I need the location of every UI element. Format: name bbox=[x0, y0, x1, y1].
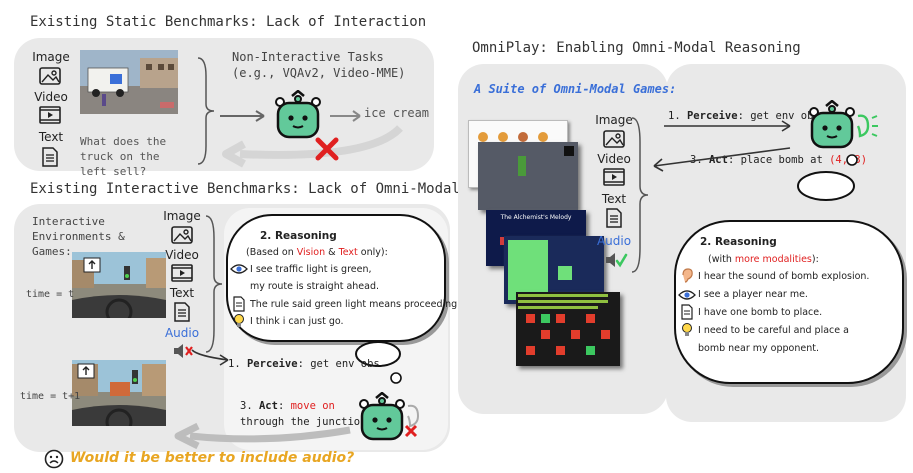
video-icon-2 bbox=[171, 264, 193, 282]
question-text: What does the truck on the left sell? bbox=[80, 135, 167, 178]
time-label-t1: time = t+1 bbox=[20, 391, 81, 402]
reasoning-subtitle-1: (Based on Vision & Text only): bbox=[246, 244, 388, 261]
game-screens: The Alchemist's Melody bbox=[466, 116, 626, 366]
game-title-1: The Alchemist's Melody bbox=[500, 214, 572, 221]
perceive-rest-1: : get env obs bbox=[297, 358, 380, 370]
modality-audio-label: Audio bbox=[164, 326, 200, 340]
driving-frame-t1 bbox=[72, 360, 166, 426]
more-modalities-word: more modalities bbox=[734, 254, 812, 265]
act-rest-1: through the junction bbox=[240, 416, 367, 428]
omni-bracket bbox=[631, 117, 649, 273]
reasoning-line-2b: I see a player near me. bbox=[698, 289, 808, 300]
reasoning-line-2e: bomb near my opponent. bbox=[698, 343, 819, 354]
perceive-step-2: 1. Perceive: get env obs bbox=[668, 110, 820, 122]
muted-speaker-icon bbox=[174, 344, 193, 358]
perceive-bold-1: Perceive bbox=[246, 358, 298, 370]
perceive-step-1: 1. Perceive: get env obs bbox=[228, 358, 380, 370]
modality-image-label: Image bbox=[32, 50, 70, 64]
interactive-arrows bbox=[174, 349, 351, 450]
static-bracket bbox=[197, 57, 215, 165]
reasoning-line-1b: my route is straight ahead. bbox=[250, 281, 380, 292]
task-examples: (e.g., VQAv2, Video-MME) bbox=[232, 66, 406, 80]
ear-icon bbox=[682, 268, 693, 283]
reasoning-sub-pre-2: (with bbox=[708, 254, 735, 265]
lightbulb-icon bbox=[234, 314, 244, 327]
omni-arrows bbox=[653, 120, 791, 172]
static-section-title: Existing Static Benchmarks: Lack of Inte… bbox=[30, 14, 427, 30]
sad-face-icon bbox=[44, 449, 64, 469]
reasoning-line-1c: The rule said green light means proceedi… bbox=[250, 299, 461, 310]
interactive-section-title: Existing Interactive Benchmarks: Lack of… bbox=[30, 181, 486, 197]
modality-text-label-3: Text bbox=[601, 192, 627, 206]
act-bold-1: Act bbox=[258, 400, 278, 412]
suite-label: A Suite of Omni-Modal Games: bbox=[474, 82, 677, 96]
omniplay-section-title: OmniPlay: Enabling Omni-Modal Reasoning bbox=[472, 40, 801, 56]
perceive-rest-2: : get env obs bbox=[737, 110, 820, 122]
answer-text: ice cream bbox=[364, 106, 430, 120]
footer-question: Would it be better to include audio? bbox=[70, 450, 355, 466]
reasoning-line-2c: I have one bomb to place. bbox=[698, 307, 823, 318]
video-icon-3 bbox=[603, 168, 625, 186]
eye-icon bbox=[230, 264, 248, 274]
robot-icon-3 bbox=[809, 100, 878, 149]
reasoning-sub-post-2: ): bbox=[811, 254, 819, 265]
reasoning-line-2d: I need to be careful and place a bbox=[698, 325, 849, 336]
act-colon-1: : bbox=[277, 400, 291, 412]
driving-frame-t bbox=[72, 252, 166, 318]
modality-text-label-2: Text bbox=[169, 286, 195, 300]
thought-bubbles-1 bbox=[355, 341, 402, 384]
speaker-check-icon bbox=[606, 253, 628, 268]
act-step-1: 3. Act: move on through the junction bbox=[240, 398, 366, 430]
amp-word: & bbox=[325, 247, 339, 258]
game-dark-scene bbox=[478, 142, 578, 210]
modality-video-label-2: Video bbox=[165, 248, 199, 262]
modality-video-label: Video bbox=[34, 90, 68, 104]
perceive-num-1: 1. bbox=[228, 358, 241, 370]
reasoning-bubble-2 bbox=[674, 220, 904, 384]
robot-icon bbox=[275, 90, 321, 139]
reasoning-line-1d: I think i can just go. bbox=[250, 316, 344, 327]
reasoning-sub-post: only): bbox=[357, 247, 388, 258]
document-icon-2 bbox=[174, 302, 190, 322]
reasoning-line-2a: I hear the sound of bomb explosion. bbox=[698, 271, 870, 282]
image-icon-3 bbox=[603, 130, 625, 148]
document-small-icon-2 bbox=[681, 304, 693, 320]
interactive-bracket bbox=[205, 215, 223, 353]
modality-image-label-2: Image bbox=[163, 209, 201, 223]
eye-icon-2 bbox=[678, 290, 696, 300]
perceive-num-2: 1. bbox=[668, 110, 681, 122]
modality-image-label-3: Image bbox=[595, 113, 633, 127]
street-truck-photo bbox=[80, 50, 178, 114]
document-icon bbox=[42, 147, 58, 167]
reasoning-bubble-1 bbox=[226, 214, 446, 342]
env-label: Interactive Environments & Games: bbox=[32, 215, 125, 258]
thought-bubbles-2 bbox=[797, 154, 858, 201]
vision-word: Vision bbox=[296, 247, 326, 258]
robot-icon-2 bbox=[359, 392, 420, 441]
act-rest-2: : place bomb at bbox=[727, 154, 830, 166]
reasoning-title-1: 2. Reasoning bbox=[260, 230, 337, 242]
video-icon bbox=[39, 106, 61, 124]
reasoning-subtitle-2: (with more modalities): bbox=[708, 251, 819, 268]
act-num-1: 3. bbox=[240, 400, 253, 412]
time-label-t: time = t bbox=[26, 289, 75, 300]
image-icon-2 bbox=[171, 226, 193, 244]
reasoning-sub-pre: (Based on bbox=[246, 247, 297, 258]
image-icon bbox=[39, 67, 61, 85]
static-arrows bbox=[220, 110, 403, 168]
task-title: Non-Interactive Tasks bbox=[232, 50, 384, 64]
perceive-bold-2: Perceive bbox=[686, 110, 738, 122]
text-word: Text bbox=[338, 247, 358, 258]
modality-text-label: Text bbox=[38, 130, 64, 144]
reasoning-title-2: 2. Reasoning bbox=[700, 236, 777, 248]
reasoning-line-1a: I see traffic light is green, bbox=[250, 264, 372, 275]
document-icon-3 bbox=[606, 208, 622, 228]
modality-audio-label-2: Audio bbox=[596, 234, 632, 248]
modality-video-label-3: Video bbox=[597, 152, 631, 166]
game-bomberman bbox=[516, 292, 620, 366]
act-red-1: move on bbox=[290, 400, 335, 412]
document-small-icon bbox=[233, 296, 245, 312]
lightbulb-icon-2 bbox=[682, 323, 692, 336]
